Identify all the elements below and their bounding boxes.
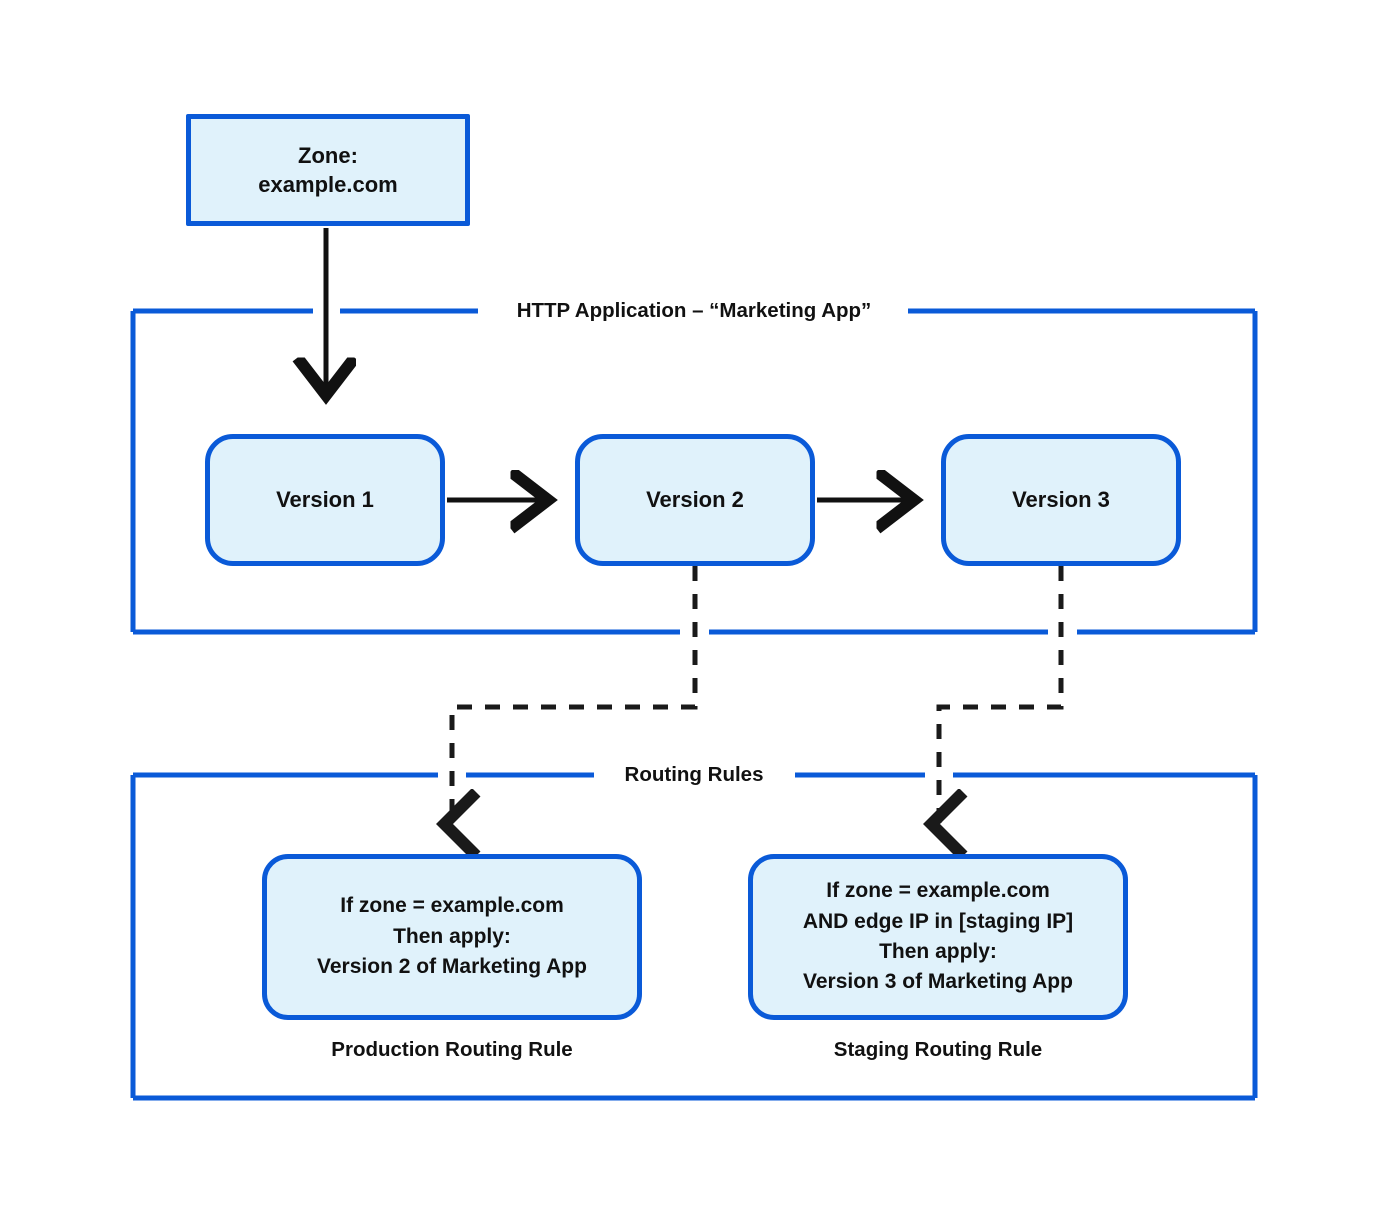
production-routing-rule-caption: Production Routing Rule (331, 1038, 573, 1061)
connector-version-3-to-staging-rule (939, 566, 1064, 824)
http-application-group-title: HTTP Application – “Marketing App” (502, 299, 886, 323)
routing-rules-group-title: Routing Rules (610, 763, 778, 787)
staging-routing-rule-caption: Staging Routing Rule (833, 1038, 1043, 1061)
http-application-group-frame (130, 308, 1258, 635)
zone-box[interactable]: Zone: example.com (186, 114, 470, 226)
version-1-node[interactable]: Version 1 (205, 434, 445, 566)
connector-version-2-to-production-rule (452, 566, 698, 824)
staging-routing-rule-node[interactable]: If zone = example.com AND edge IP in [st… (748, 854, 1128, 1020)
production-routing-rule-node[interactable]: If zone = example.com Then apply: Versio… (262, 854, 642, 1020)
version-2-node[interactable]: Version 2 (575, 434, 815, 566)
routing-rules-group-frame (130, 772, 1258, 1101)
version-3-node[interactable]: Version 3 (941, 434, 1181, 566)
